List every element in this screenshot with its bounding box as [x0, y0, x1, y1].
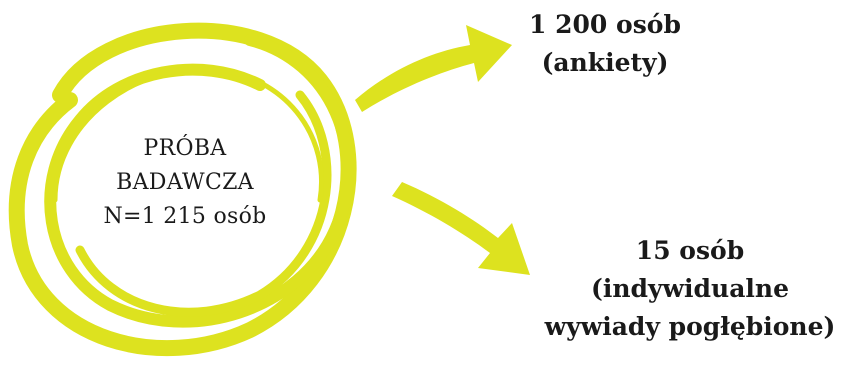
sample-label-line2: BADAWCZA	[70, 166, 300, 200]
surveys-label-count: 1 200 osób	[500, 6, 710, 44]
interviews-label-count: 15 osób	[520, 232, 860, 270]
sample-label-line3: N=1 215 osób	[70, 200, 300, 234]
sample-label: PRÓBA BADAWCZA N=1 215 osób	[70, 132, 300, 234]
arrow-to-interviews	[392, 182, 530, 275]
interviews-label-method-1: (indywidualne	[520, 270, 860, 308]
sample-label-line1: PRÓBA	[70, 132, 300, 166]
surveys-label-method: (ankiety)	[500, 44, 710, 82]
arrow-to-surveys	[355, 25, 512, 112]
interviews-label: 15 osób (indywidualne wywiady pogłębione…	[520, 232, 860, 346]
interviews-label-method-2: wywiady pogłębione)	[520, 308, 860, 346]
surveys-label: 1 200 osób (ankiety)	[500, 6, 710, 82]
